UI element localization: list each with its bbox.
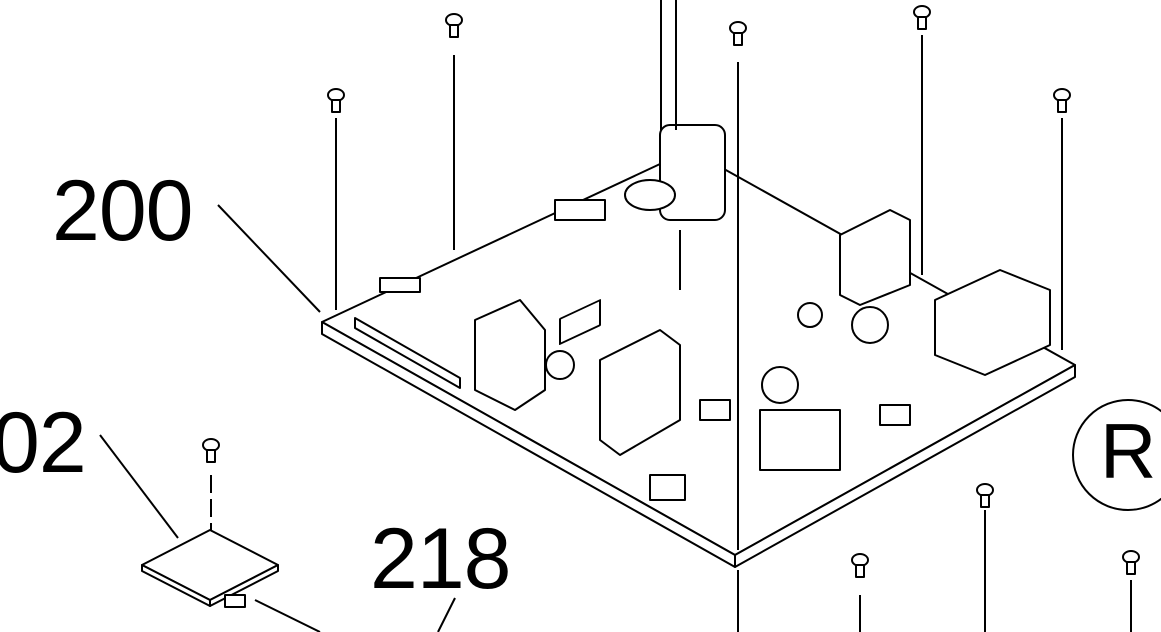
screw-icon xyxy=(851,553,869,578)
screw-icon xyxy=(1122,550,1140,575)
screw-icon xyxy=(445,13,463,38)
label-218: 218 xyxy=(370,511,511,607)
label-02: 02 xyxy=(0,395,87,491)
screw-icon xyxy=(327,88,345,113)
reference-circle xyxy=(1072,399,1161,511)
screw-icon xyxy=(913,5,931,30)
leader-lines xyxy=(99,204,456,632)
screw-axis-lines xyxy=(210,0,1132,632)
screw-icon xyxy=(976,483,994,508)
main-circuit-board xyxy=(321,124,1076,568)
screws xyxy=(202,5,1140,578)
label-200: 200 xyxy=(52,163,193,259)
screw-icon xyxy=(729,21,747,46)
screw-icon xyxy=(202,438,220,463)
sub-board xyxy=(141,529,279,608)
label-reference-r: R xyxy=(1100,407,1156,495)
screw-icon xyxy=(1053,88,1071,113)
